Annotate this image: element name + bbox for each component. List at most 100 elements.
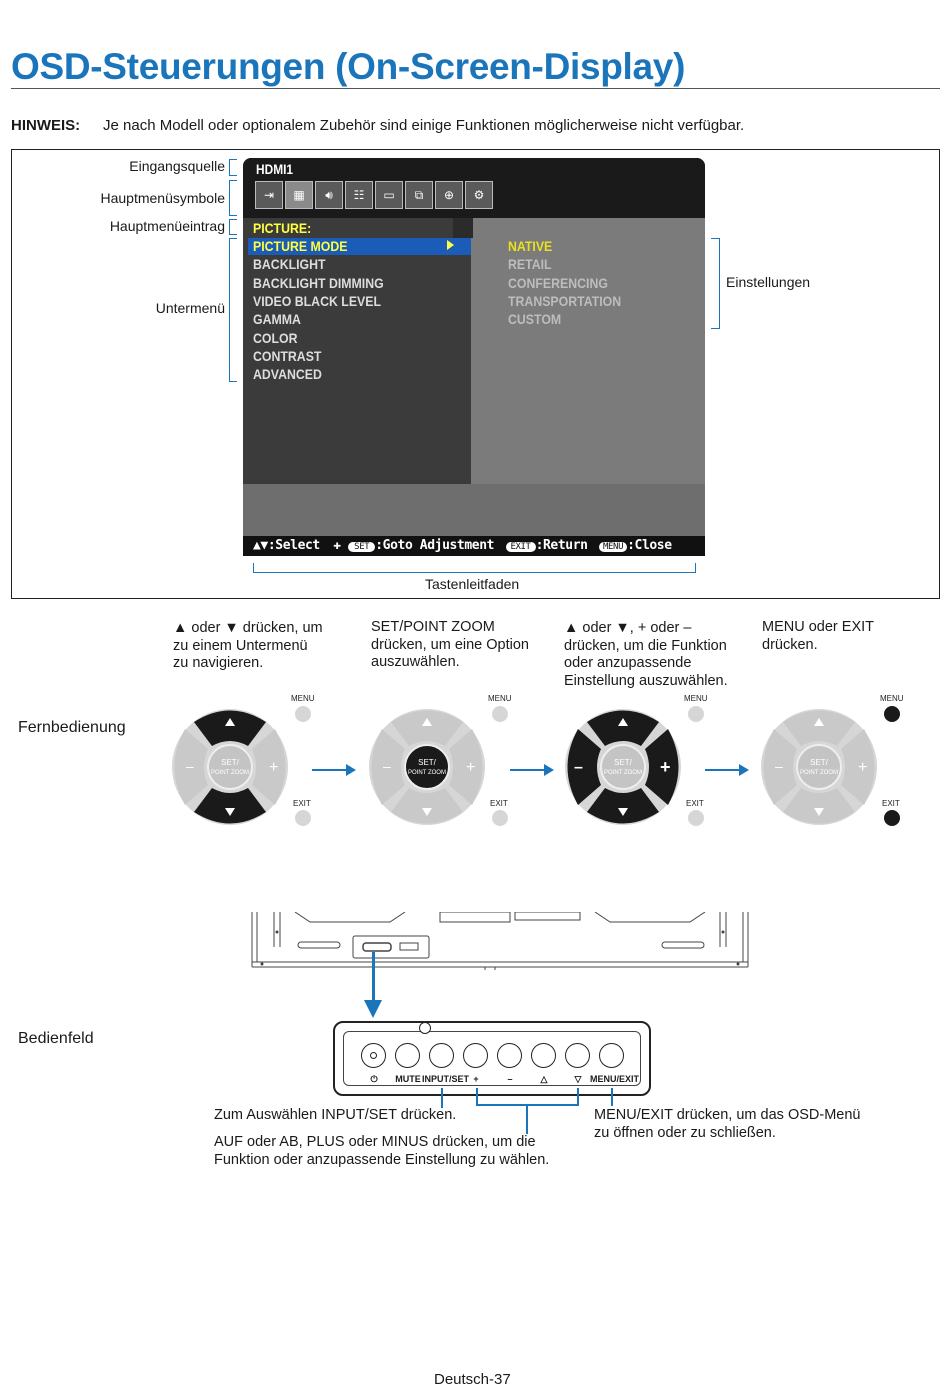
down-button[interactable] [783, 788, 855, 824]
note-label: HINWEIS: [11, 117, 81, 134]
menu-exit-button[interactable] [599, 1043, 624, 1068]
set-label: SET/ [221, 758, 240, 767]
up-button[interactable] [783, 710, 855, 747]
up-button[interactable] [531, 1043, 556, 1068]
plus-icon: ✚ [333, 538, 341, 553]
set-label: SET/ [810, 758, 829, 767]
osd-screen: HDMI1 ⇥ ▦ 🔊︎ ☷ ▭ ⧉ ⊕ ⚙ PICTURE: PICTURE … [243, 158, 705, 556]
minus-label: – [383, 758, 391, 774]
input-icon[interactable]: ⇥ [255, 181, 283, 209]
minus-label: – [507, 1074, 513, 1084]
osd-diagram-frame [11, 149, 940, 599]
remote-step-4: SET/ POINT ZOOM – + [761, 704, 911, 834]
osd-option-item[interactable]: CONFERENCING [508, 275, 608, 291]
down-arrow-icon [422, 808, 432, 816]
bracket-main-menu-icons [229, 180, 237, 216]
up-arrow-icon [814, 718, 824, 726]
multi-input-icon[interactable]: ⧉ [405, 181, 433, 209]
menu-label: MENU [291, 694, 315, 703]
protect-icon[interactable]: ⊕ [435, 181, 463, 209]
zoom-label: POINT ZOOM [408, 770, 446, 776]
power-icon: ⏻ [370, 1074, 378, 1084]
plus-button[interactable] [645, 729, 679, 805]
osd-input-source: HDMI1 [256, 161, 294, 177]
exit-label: EXIT [293, 799, 311, 808]
osd-selection-highlight-extension [414, 238, 471, 255]
minus-button[interactable] [174, 729, 209, 805]
callout-main-menu-entry: Hauptmenüeintrag [109, 218, 225, 234]
up-button[interactable] [587, 710, 659, 747]
desc-navigation: AUF oder AB, PLUS oder MINUS drücken, um… [214, 1134, 550, 1168]
input-set-button[interactable] [429, 1043, 454, 1068]
osd-menu-item[interactable]: COLOR [253, 330, 298, 346]
osd-option-item[interactable]: CUSTOM [508, 311, 562, 327]
bracket-input-source [229, 159, 237, 176]
picture-icon[interactable]: ▦ [285, 181, 313, 209]
set-button[interactable] [796, 744, 842, 790]
exit-button[interactable] [884, 810, 900, 826]
menu-button[interactable] [688, 706, 704, 722]
zoom-label: POINT ZOOM [211, 770, 249, 776]
screen-icon[interactable]: ▭ [375, 181, 403, 209]
minus-button[interactable] [371, 729, 406, 805]
osd-menu-item[interactable]: VIDEO BLACK LEVEL [253, 293, 382, 309]
minus-label: – [775, 758, 783, 774]
osd-menu-item[interactable]: PICTURE MODE [253, 238, 348, 254]
power-button[interactable] [361, 1043, 386, 1068]
plus-button[interactable] [449, 729, 483, 805]
exit-key-badge: EXIT [505, 542, 536, 552]
plus-button[interactable] [463, 1043, 488, 1068]
set-button[interactable] [404, 744, 450, 790]
system-icon[interactable]: ⚙ [465, 181, 493, 209]
schedule-icon[interactable]: ☷ [345, 181, 373, 209]
minus-button[interactable] [763, 729, 798, 805]
minus-button[interactable] [567, 729, 602, 805]
mute-button[interactable] [395, 1043, 420, 1068]
osd-menu-item[interactable]: CONTRAST [253, 348, 322, 364]
down-button[interactable] [391, 788, 463, 824]
plus-label: + [660, 757, 671, 777]
menu-button[interactable] [295, 706, 311, 722]
exit-label: EXIT [686, 799, 704, 808]
exit-button[interactable] [492, 810, 508, 826]
plus-label: + [858, 759, 867, 776]
osd-menu-item[interactable]: GAMMA [253, 311, 301, 327]
remote-dpad: SET/ POINT ZOOM – + [565, 706, 704, 826]
bracket-submenu [229, 238, 237, 382]
menu-button[interactable] [884, 706, 900, 722]
remote-label: Fernbedienung [18, 719, 126, 736]
guide-close: :Close [627, 538, 672, 553]
step-2-text: SET/POINT ZOOM drücken, um eine Option a… [371, 619, 529, 670]
osd-menu-item[interactable]: ADVANCED [253, 366, 322, 382]
pointer-line [372, 952, 375, 1002]
menu-label: MENU [684, 694, 708, 703]
menu-button[interactable] [492, 706, 508, 722]
osd-category-title: PICTURE: [253, 220, 312, 236]
down-arrow-icon [618, 808, 628, 816]
down-button[interactable] [194, 788, 266, 824]
down-button[interactable] [565, 1043, 590, 1068]
osd-menu-item[interactable]: BACKLIGHT [253, 256, 326, 272]
osd-option-item[interactable]: RETAIL [508, 256, 552, 272]
plus-label: + [269, 759, 278, 776]
exit-button[interactable] [295, 810, 311, 826]
osd-menu-item[interactable]: BACKLIGHT DIMMING [253, 275, 384, 291]
step-1-text: ▲ oder ▼ drücken, um zu einem Untermenü … [173, 620, 323, 671]
page-title: OSD-Steuerungen (On-Screen-Display) [11, 46, 686, 87]
osd-info-area [243, 484, 705, 536]
set-button[interactable] [207, 744, 253, 790]
osd-option-item[interactable]: TRANSPORTATION [508, 293, 622, 309]
monitor-back-drawing [251, 911, 749, 970]
up-button[interactable] [194, 710, 266, 747]
plus-button[interactable] [841, 729, 875, 805]
up-triangle-icon: △ [540, 1074, 548, 1084]
minus-button[interactable] [497, 1043, 522, 1068]
up-button[interactable] [391, 710, 463, 747]
set-button[interactable] [600, 744, 646, 790]
audio-icon[interactable]: 🔊︎ [315, 181, 343, 209]
osd-option-item[interactable]: NATIVE [508, 238, 553, 254]
desc-input-set: Zum Auswählen INPUT/SET drücken. [214, 1107, 457, 1123]
plus-button[interactable] [252, 729, 286, 805]
down-button[interactable] [587, 788, 659, 824]
exit-button[interactable] [688, 810, 704, 826]
